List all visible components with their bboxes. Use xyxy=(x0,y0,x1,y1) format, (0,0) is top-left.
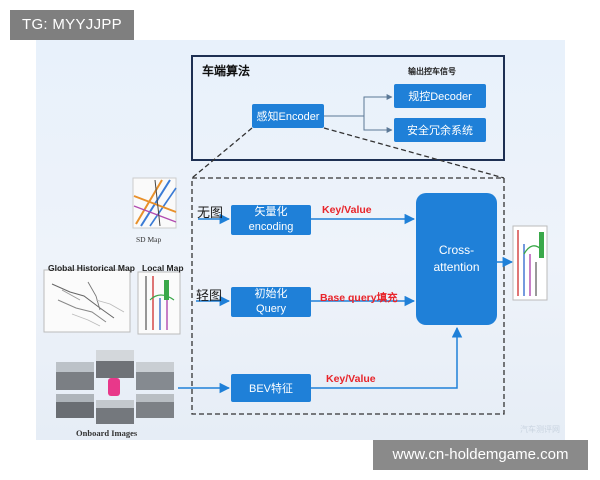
local-map-caption: Local Map xyxy=(142,263,184,273)
output-lane-map xyxy=(512,225,548,301)
cross-attention-line1: Cross- xyxy=(438,243,475,257)
arrow-bev-to-cross xyxy=(311,326,463,389)
init-query-box: 初始化 Query xyxy=(231,287,311,317)
sd-map-caption: SD Map xyxy=(136,235,162,244)
key-value-label-2: Key/Value xyxy=(326,373,376,385)
arrow-encoder-decoder xyxy=(324,94,393,117)
corner-logo: 汽车测评网 xyxy=(520,425,560,434)
global-map-thumbnail xyxy=(43,269,131,333)
init-query-line2: Query xyxy=(256,303,286,315)
dashed-connector-right xyxy=(323,127,505,179)
light-map-label: 轻图 xyxy=(196,288,223,303)
vector-encoding-line2: encoding xyxy=(248,221,294,233)
arrow-encoder-safety xyxy=(363,116,393,133)
top-box-title: 车端算法 xyxy=(202,64,251,78)
local-map-thumbnail xyxy=(137,271,181,335)
no-map-label: 无图 xyxy=(197,205,224,220)
planning-decoder-box: 规控Decoder xyxy=(394,84,486,108)
init-query-line1: 初始化 xyxy=(254,288,288,300)
dashed-frame xyxy=(191,177,505,415)
base-query-label: Base query填充 xyxy=(320,292,398,304)
vector-encoding-line1: 矢量化 xyxy=(254,206,288,218)
onboard-images xyxy=(56,350,174,424)
cross-attention-box: Cross- attention xyxy=(416,193,497,325)
output-signal-label: 输出控车信号 xyxy=(408,67,456,76)
watermark-tag: TG: MYYJJPP xyxy=(10,10,134,40)
safety-redundancy-box: 安全冗余系统 xyxy=(394,118,486,142)
perception-encoder-box: 感知Encoder xyxy=(252,104,324,128)
top-frame xyxy=(191,55,505,161)
global-map-caption: Global Historical Map xyxy=(48,263,135,273)
watermark-url: www.cn-holdemgame.com xyxy=(373,440,588,470)
bev-feature-box: BEV特征 xyxy=(231,374,311,402)
sd-map-thumbnail xyxy=(132,177,177,229)
dashed-connector-left xyxy=(191,127,253,179)
onboard-images-caption: Onboard Images xyxy=(76,428,138,438)
vector-encoding-box: 矢量化 encoding xyxy=(231,205,311,235)
key-value-label-1: Key/Value xyxy=(322,204,372,216)
cross-attention-line2: attention xyxy=(433,260,480,274)
